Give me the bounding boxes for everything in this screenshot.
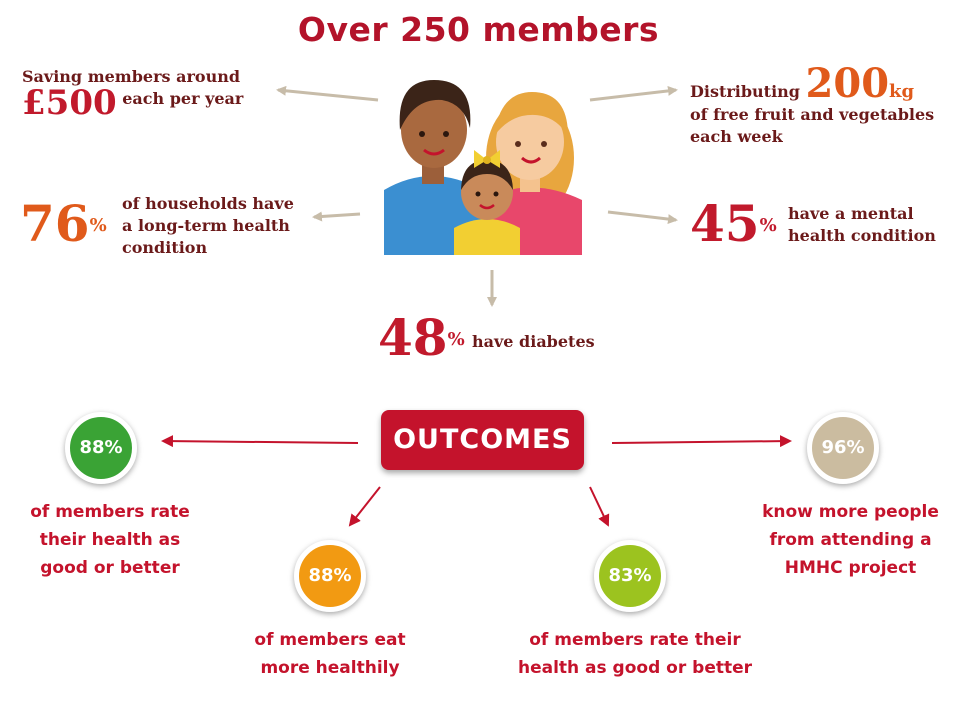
outcome-circle-4: 96% xyxy=(807,412,879,484)
stat-mental-value: 45% xyxy=(690,194,777,253)
arrow-savings xyxy=(276,85,379,102)
outcome-circle-3: 83% xyxy=(594,540,666,612)
arrow-outcome-4 xyxy=(611,435,792,448)
arrow-distributing xyxy=(589,85,678,102)
outcome-text-3: of members rate their health as good or … xyxy=(517,630,753,678)
page-title: Over 250 members xyxy=(297,10,660,49)
outcome-text-4: know more people from attending a HMHC p… xyxy=(762,502,939,578)
stat-distributing: Distributing 200kg of free fruit and veg… xyxy=(690,60,935,147)
savings-amount: £500 xyxy=(22,83,117,123)
outcomes-label: OUTCOMES xyxy=(381,410,584,470)
outcome-text-1: of members rate their health as good or … xyxy=(30,502,190,578)
outcome-circle-2: 88% xyxy=(294,540,366,612)
family-icon xyxy=(384,80,582,255)
stat-longterm-value: 76% xyxy=(20,194,107,253)
member-count: 250 xyxy=(400,10,471,49)
arrow-outcome-3 xyxy=(589,486,610,527)
distributing-amount: 200 xyxy=(805,60,890,107)
stat-mental-text: have a mental health condition xyxy=(788,204,936,245)
outcome-text-2: of members eat more healthily xyxy=(254,630,406,678)
stat-longterm-text: of households have a long-term health co… xyxy=(122,194,294,257)
arrow-longterm xyxy=(312,211,361,222)
stat-savings: Saving members around £500 each per year xyxy=(22,67,244,123)
stat-diabetes-text: have diabetes xyxy=(472,332,595,351)
arrow-mental xyxy=(607,210,678,225)
stat-diabetes-value: 48% xyxy=(378,308,465,367)
arrow-outcome-2 xyxy=(348,486,381,527)
arrow-outcome-1 xyxy=(161,435,359,448)
outcome-circle-1: 88% xyxy=(65,412,137,484)
